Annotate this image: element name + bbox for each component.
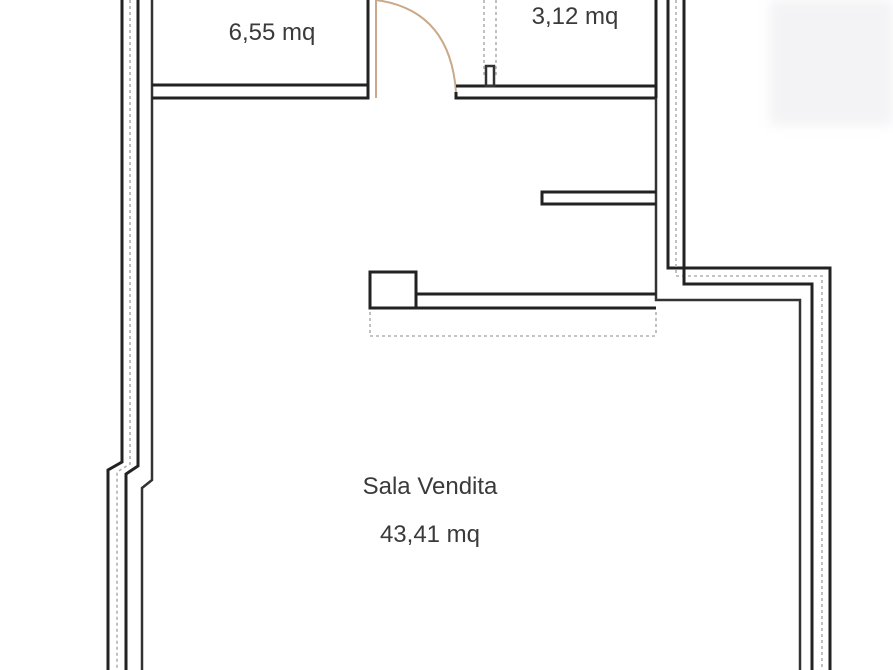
- outer-left-wall: [106, 0, 154, 670]
- top-right-room-area: 3,12 mq: [532, 3, 619, 30]
- interior-partitions: [368, 190, 657, 337]
- right-walls: [654, 0, 832, 670]
- image-glare: [770, 0, 893, 125]
- main-room-area: 43,41 mq: [380, 521, 480, 548]
- top-left-room-area: 6,55 mq: [229, 19, 316, 46]
- top-left-room-walls: [152, 0, 370, 100]
- top-right-room-walls: [454, 0, 658, 100]
- door-swing: [375, 0, 457, 98]
- main-room-name: Sala Vendita: [363, 473, 498, 500]
